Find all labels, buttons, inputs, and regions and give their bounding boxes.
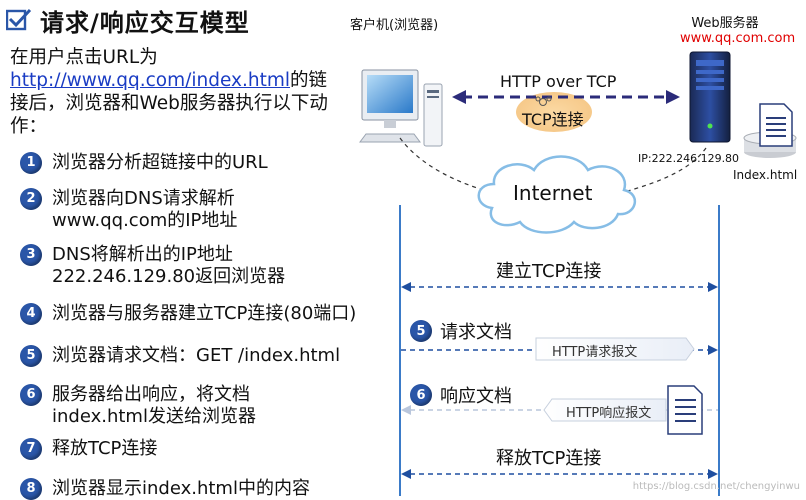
step-text: 浏览器显示index.html中的内容: [52, 478, 310, 499]
response-doc-label: 响应文档: [440, 386, 512, 407]
step-number: 3: [20, 244, 42, 266]
step-number: 2: [20, 188, 42, 210]
http-request-packet: [535, 337, 695, 361]
http-over-tcp-arrow: [452, 90, 680, 104]
step-text: 浏览器与服务器建立TCP连接(80端口): [52, 303, 357, 324]
step-text: 释放TCP连接: [52, 438, 158, 459]
step-text: DNS将解析出的IP地址: [52, 244, 233, 265]
step-text: 浏览器向DNS请求解析: [52, 188, 235, 209]
server-label: Web服务器 www.qq.com.com: [680, 12, 796, 46]
step-text: 浏览器分析超链接中的URL: [52, 152, 268, 173]
step-4: 4 浏览器与服务器建立TCP连接(80端口): [20, 303, 356, 325]
step-1: 1 浏览器分析超链接中的URL: [20, 152, 268, 174]
establish-tcp-arrow: [401, 282, 718, 292]
index-document-icon: [743, 103, 797, 158]
http-over-tcp-label: HTTP over TCP: [500, 72, 617, 91]
server-url: www.qq.com.com: [680, 31, 796, 46]
server-icon: [689, 51, 731, 143]
network-node-icon: [535, 96, 552, 106]
ip-address-label: IP:222.246.129.80: [638, 152, 740, 165]
url-link[interactable]: http://www.qq.com/index.html: [10, 70, 290, 91]
step-number: 1: [20, 152, 42, 174]
step-number: 6: [20, 384, 42, 406]
tcp-connection-halo: [516, 92, 592, 132]
checkbox-icon: [6, 8, 32, 31]
response-document-icon: [667, 385, 703, 435]
release-tcp-arrow: [401, 469, 718, 479]
client-network-curve: [399, 137, 491, 193]
step-7: 7 释放TCP连接: [20, 438, 157, 460]
http-request-packet-label: HTTP请求报文: [552, 345, 638, 360]
step-text: 服务器给出响应，将文档: [52, 384, 250, 405]
tcp-connection-label: TCP连接: [522, 110, 584, 129]
step-number: 4: [20, 303, 42, 325]
response-doc-row: 6 响应文档: [410, 382, 512, 408]
server-network-curve: [623, 147, 707, 193]
release-tcp-label: 释放TCP连接: [496, 448, 602, 469]
step-text: 浏览器请求文档：GET /index.html: [52, 345, 341, 366]
request-doc-row: 5 请求文档: [410, 318, 512, 344]
http-response-packet-label: HTTP响应报文: [566, 406, 652, 421]
step-text: index.html发送给浏览器: [52, 406, 256, 427]
request-doc-label: 请求文档: [440, 322, 512, 343]
step-number: 7: [20, 438, 42, 460]
index-file-label: Index.html: [733, 168, 798, 182]
server-name: Web服务器: [691, 16, 759, 31]
http-response-packet: [543, 398, 667, 422]
step-number: 8: [20, 478, 42, 500]
intro-prefix: 在用户点击URL为: [10, 47, 158, 68]
intro-text: 在用户点击URL为 http://www.qq.com/index.html的链…: [10, 46, 340, 138]
step-5: 5 浏览器请求文档：GET /index.html: [20, 345, 340, 367]
watermark: https://blog.csdn.net/chengyinwu: [632, 481, 800, 492]
client-label: 客户机(浏览器): [350, 18, 439, 33]
internet-cloud: [477, 155, 637, 234]
step-number: 5: [20, 345, 42, 367]
intro-suffix: 的链接后，浏览器和Web服务器执行以下动作：: [10, 70, 328, 137]
response-step-number: 6: [410, 384, 432, 406]
step-text: 222.246.129.80返回浏览器: [52, 266, 286, 287]
request-step-number: 5: [410, 320, 432, 342]
step-text: www.qq.com的IP地址: [52, 210, 238, 231]
internet-label: Internet: [513, 181, 593, 205]
establish-tcp-label: 建立TCP连接: [496, 261, 602, 282]
title-row: 请求/响应交互模型: [6, 4, 250, 37]
page-title: 请求/响应交互模型: [40, 8, 250, 37]
client-computer-icon: [359, 69, 443, 147]
step-8: 8 浏览器显示index.html中的内容: [20, 478, 310, 500]
